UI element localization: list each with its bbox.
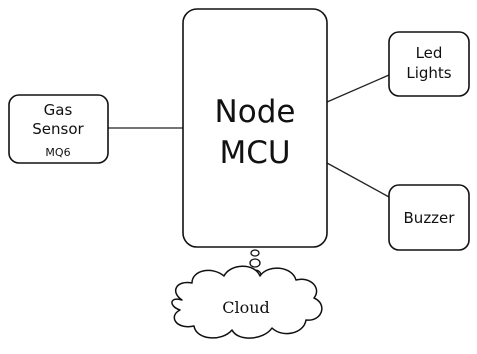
buzzer-label: Buzzer bbox=[404, 209, 456, 227]
buzzer-block: Buzzer bbox=[388, 184, 470, 251]
gas-sensor-label-line1: Gas bbox=[44, 101, 73, 119]
node-mcu-block: Node MCU bbox=[182, 8, 328, 248]
node-mcu-label-line2: MCU bbox=[219, 135, 290, 171]
gas-sensor-label-line2: Sensor bbox=[32, 120, 84, 138]
led-lights-label-line2: Lights bbox=[406, 64, 451, 82]
cloud-shape bbox=[171, 265, 323, 339]
node-mcu-label-line1: Node bbox=[215, 94, 296, 130]
cloud-label: Cloud bbox=[222, 298, 270, 317]
gas-sensor-block: Gas Sensor MQ6 bbox=[8, 94, 109, 164]
cloud-block: Cloud bbox=[171, 265, 323, 339]
connector-node-mcu-to-led-lights bbox=[326, 74, 390, 103]
gas-sensor-label-line3: MQ6 bbox=[45, 146, 70, 159]
bubble-small bbox=[250, 249, 260, 257]
bubble-medium bbox=[249, 258, 261, 268]
led-lights-block: Led Lights bbox=[388, 31, 470, 97]
led-lights-label-line1: Led bbox=[416, 44, 443, 62]
connector-node-mcu-to-buzzer bbox=[326, 162, 390, 198]
